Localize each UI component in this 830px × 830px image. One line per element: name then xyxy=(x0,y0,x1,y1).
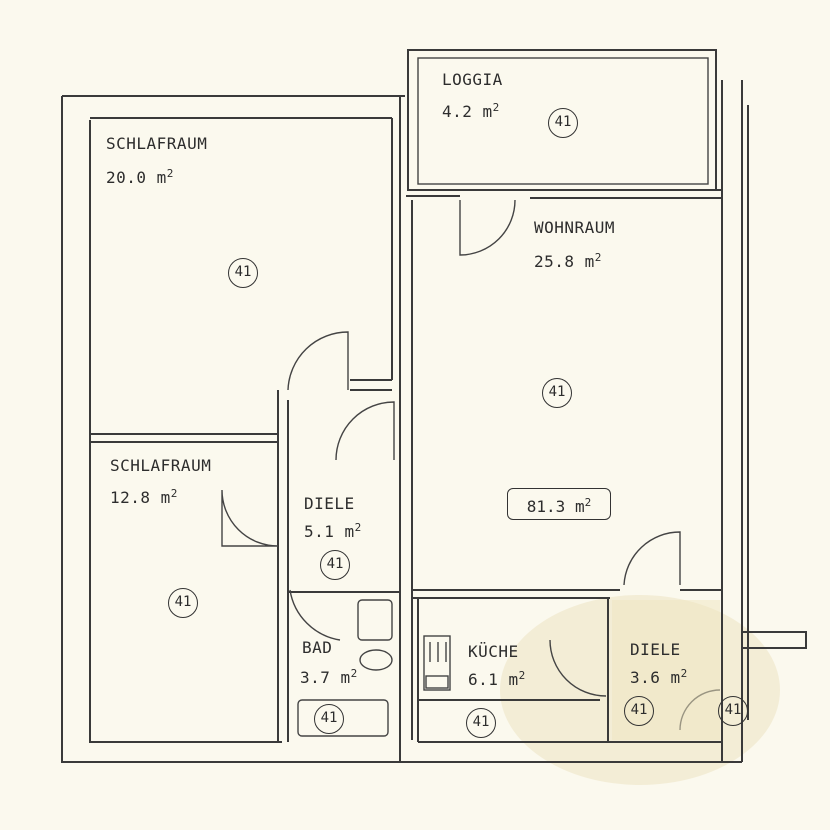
bedroom-walls xyxy=(90,379,392,742)
hall2-code: 41 xyxy=(624,696,654,726)
bath-area: 3.7 m2 xyxy=(300,667,358,687)
kitchen-name: KÜCHE xyxy=(468,642,519,661)
bedroom2-name: SCHLAFRAUM xyxy=(110,456,212,475)
doors xyxy=(221,199,721,731)
bath-code: 41 xyxy=(314,704,344,734)
hall1-name: DIELE xyxy=(304,494,355,513)
living-room-code: 41 xyxy=(542,378,572,408)
bath-name: BAD xyxy=(302,638,333,657)
loggia-area: 4.2 m2 xyxy=(442,101,500,121)
hall1-area: 5.1 m2 xyxy=(304,521,362,541)
kitchen-code: 41 xyxy=(466,708,496,738)
hall2-name: DIELE xyxy=(630,640,681,659)
bedroom1-area: 20.0 m2 xyxy=(106,167,174,187)
living-room-area: 25.8 m2 xyxy=(534,251,602,271)
living-room-walls xyxy=(406,189,722,740)
bath-kitchen-walls xyxy=(288,400,609,762)
living-room-name: WOHNRAUM xyxy=(534,218,616,237)
bedroom2-area: 12.8 m2 xyxy=(110,487,178,507)
outer-walls xyxy=(61,80,807,763)
hall2-area: 3.6 m2 xyxy=(630,667,688,687)
kitchen-area: 6.1 m2 xyxy=(468,669,526,689)
hall1-code: 41 xyxy=(320,550,350,580)
bedroom2-code: 41 xyxy=(168,588,198,618)
loggia-code: 41 xyxy=(548,108,578,138)
total-area: 81.3 m2 xyxy=(507,488,611,520)
entry-code: 41 xyxy=(718,696,748,726)
bedroom1-code: 41 xyxy=(228,258,258,288)
bedroom1-name: SCHLAFRAUM xyxy=(106,134,208,153)
loggia-name: LOGGIA xyxy=(442,70,503,89)
